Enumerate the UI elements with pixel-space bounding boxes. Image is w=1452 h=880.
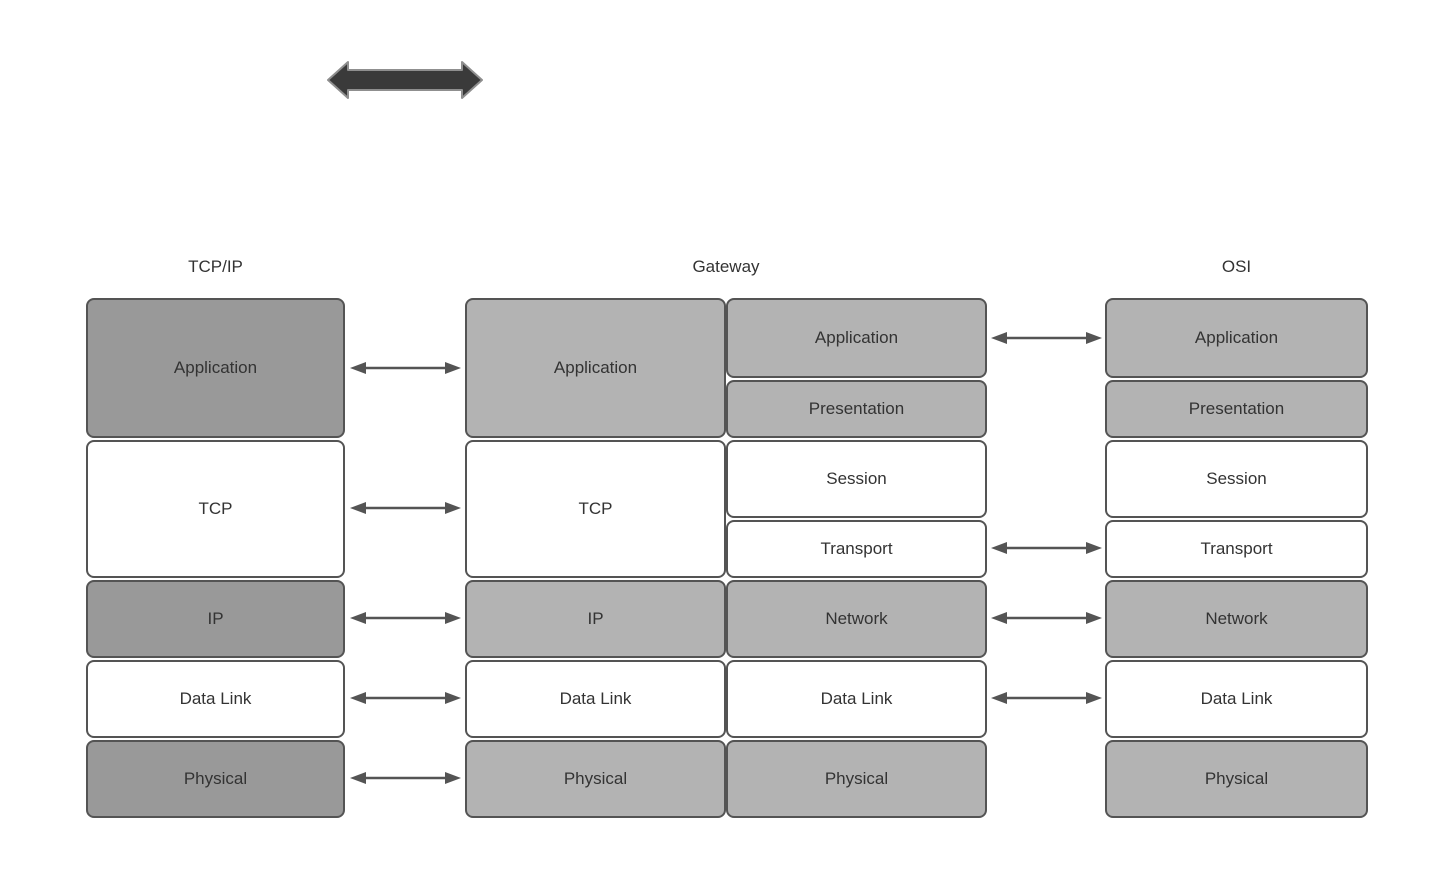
osi-layer-application: Application <box>1105 298 1368 378</box>
gateway-right-layer-transport: Transport <box>726 520 987 578</box>
gateway-left-layer-application: Application <box>465 298 726 438</box>
tcpip-layer-tcp: TCP <box>86 440 345 578</box>
osi-layer-data-link: Data Link <box>1105 660 1368 738</box>
gateway-osi-application-arrow-icon <box>991 332 1102 344</box>
gateway-right-layer-presentation: Presentation <box>726 380 987 438</box>
double-arrow-icon <box>327 61 483 99</box>
gateway-left-layer-physical: Physical <box>465 740 726 818</box>
osi-layer-network: Network <box>1105 580 1368 658</box>
column-header-osi: OSI <box>1221 257 1252 276</box>
osi-layer-session: Session <box>1105 440 1368 518</box>
gateway-right-layer-physical: Physical <box>726 740 987 818</box>
gateway-left-layer-data-link: Data Link <box>465 660 726 738</box>
gateway-left-layer-tcp: TCP <box>465 440 726 578</box>
gateway-osi-transport-arrow-icon <box>991 542 1102 554</box>
gateway-right-layer-session: Session <box>726 440 987 518</box>
osi-layer-physical: Physical <box>1105 740 1368 818</box>
osi-layer-transport: Transport <box>1105 520 1368 578</box>
gateway-osi-data-link-arrow-icon <box>991 692 1102 704</box>
tcpip-layer-physical: Physical <box>86 740 345 818</box>
tcpip-gateway-ip-arrow-icon <box>350 612 461 624</box>
tcpip-gateway-tcp-arrow-icon <box>350 502 461 514</box>
tcpip-layer-application: Application <box>86 298 345 438</box>
gateway-left-layer-ip: IP <box>465 580 726 658</box>
gateway-right-layer-data-link: Data Link <box>726 660 987 738</box>
gateway-osi-network-arrow-icon <box>991 612 1102 624</box>
osi-layer-presentation: Presentation <box>1105 380 1368 438</box>
gateway-right-layer-network: Network <box>726 580 987 658</box>
tcpip-gateway-data-link-arrow-icon <box>350 692 461 704</box>
tcpip-gateway-physical-arrow-icon <box>350 772 461 784</box>
column-header-gateway: Gateway <box>692 257 760 276</box>
tcpip-layer-ip: IP <box>86 580 345 658</box>
gateway-right-layer-application: Application <box>726 298 987 378</box>
tcpip-gateway-application-arrow-icon <box>350 362 461 374</box>
column-header-tcpip: TCP/IP <box>188 257 243 276</box>
tcpip-layer-data-link: Data Link <box>86 660 345 738</box>
